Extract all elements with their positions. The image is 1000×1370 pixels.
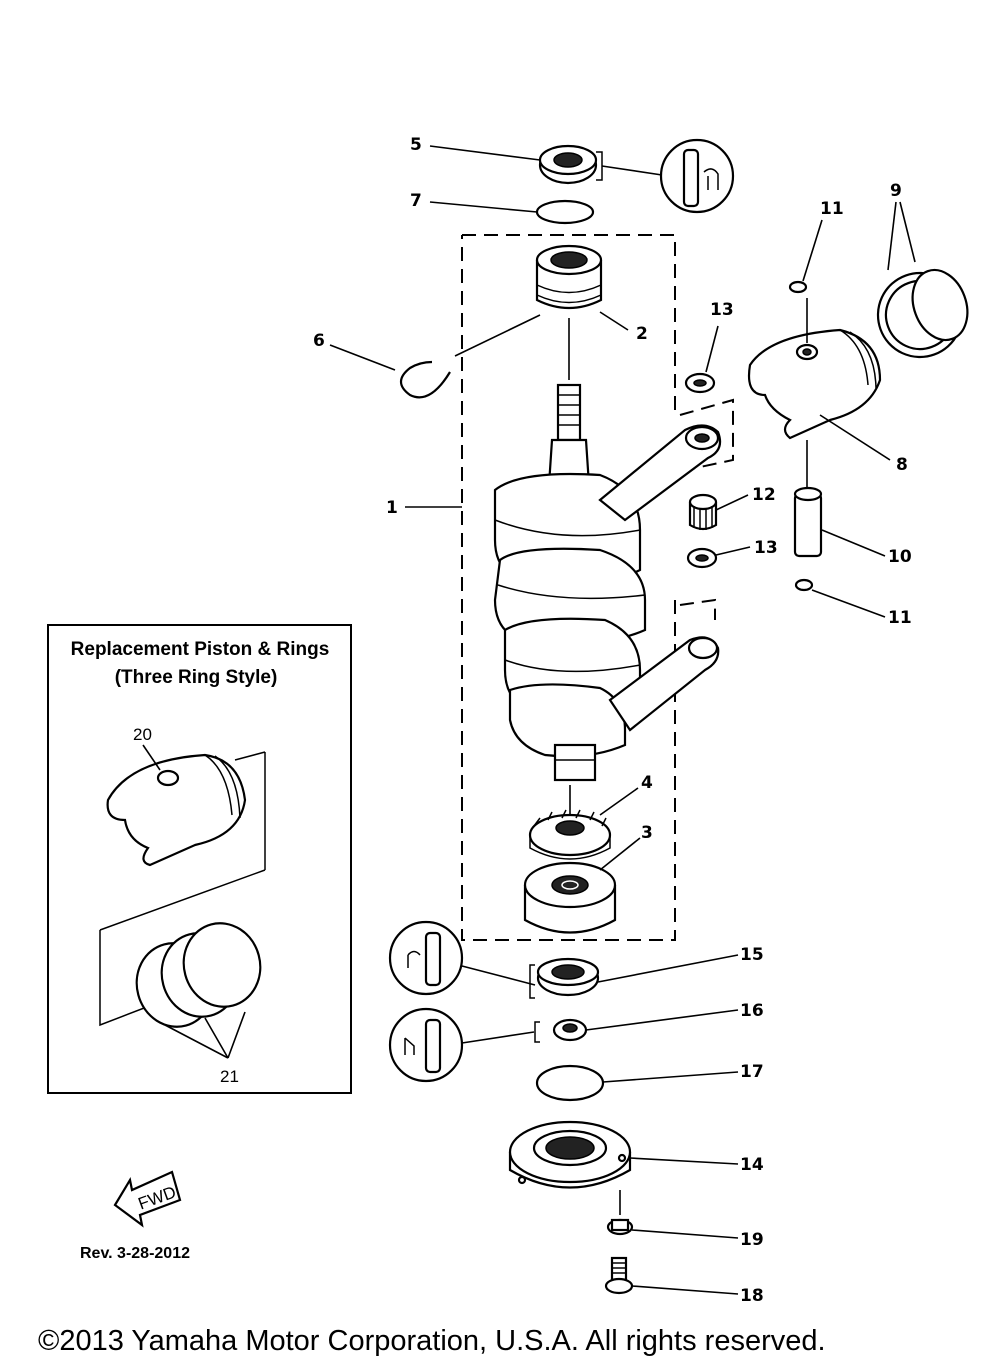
- callout-8: 8: [896, 455, 908, 475]
- callout-13-lower: 13: [754, 538, 778, 558]
- replacement-piston: [99, 751, 266, 931]
- callout-3: 3: [641, 823, 653, 843]
- crankshaft: [493, 383, 647, 782]
- grease-icon-lower-2: [388, 1007, 464, 1083]
- callout-18: 18: [740, 1286, 764, 1306]
- oil-seal-upper: [538, 144, 598, 185]
- callout-1: 1: [386, 498, 398, 518]
- connecting-rod-upper: [598, 424, 722, 522]
- oil-seal-small: [552, 1018, 588, 1042]
- callout-13-upper: 13: [710, 300, 734, 320]
- o-ring-upper: [535, 199, 595, 225]
- main-bearing-upper: [535, 244, 603, 310]
- callout-10: 10: [888, 547, 912, 567]
- piston-pin-clip-upper: [788, 280, 808, 294]
- bolt-18: [604, 1256, 634, 1295]
- lower-housing: [508, 1120, 632, 1189]
- piston-pin: [793, 486, 823, 558]
- replacement-parts-inset: [47, 624, 352, 1094]
- callout-2: 2: [636, 324, 648, 344]
- callout-17: 17: [740, 1062, 764, 1082]
- grease-icon-upper: [659, 138, 735, 214]
- callout-9: 9: [890, 181, 902, 201]
- circlip: [399, 360, 451, 399]
- copyright-notice: ©2013 Yamaha Motor Corporation, U.S.A. A…: [38, 1325, 826, 1357]
- conrod-bracket-lower: [679, 598, 716, 620]
- oil-seal-lower: [536, 957, 600, 997]
- connecting-rod-lower: [608, 636, 720, 732]
- o-ring-lower: [535, 1064, 605, 1102]
- inset-title-line2: (Three Ring Style): [115, 667, 278, 688]
- ball-bearing-lower: [523, 861, 617, 934]
- callout-19: 19: [740, 1230, 764, 1250]
- replacement-rings: [99, 922, 262, 1028]
- piston: [747, 328, 882, 440]
- callout-6: 6: [313, 331, 325, 351]
- callout-7: 7: [410, 191, 422, 211]
- crankshaft-assembly-boundary: [461, 234, 676, 941]
- piston-pin-clip-lower: [794, 578, 814, 592]
- callout-21: 21: [220, 1067, 239, 1086]
- callout-4: 4: [641, 773, 653, 793]
- forward-arrow-icon: FWD: [113, 1170, 182, 1228]
- callout-16: 16: [740, 1001, 764, 1021]
- piston-rings: [876, 268, 969, 359]
- callout-15: 15: [740, 945, 764, 965]
- callout-5: 5: [410, 135, 422, 155]
- drive-gear: [528, 785, 612, 860]
- callout-11-lower: 11: [888, 608, 912, 628]
- inset-title-line1: Replacement Piston & Rings: [71, 639, 330, 660]
- grease-icon-lower-1: [388, 920, 464, 996]
- callout-20: 20: [133, 725, 152, 744]
- needle-bearing: [688, 493, 718, 531]
- washer-19: [606, 1218, 634, 1236]
- callout-14: 14: [740, 1155, 764, 1175]
- revision-date: Rev. 3-28-2012: [80, 1245, 190, 1262]
- callout-12: 12: [752, 485, 776, 505]
- conrod-bracket-upper: [679, 398, 734, 471]
- callout-11-upper: 11: [820, 199, 844, 219]
